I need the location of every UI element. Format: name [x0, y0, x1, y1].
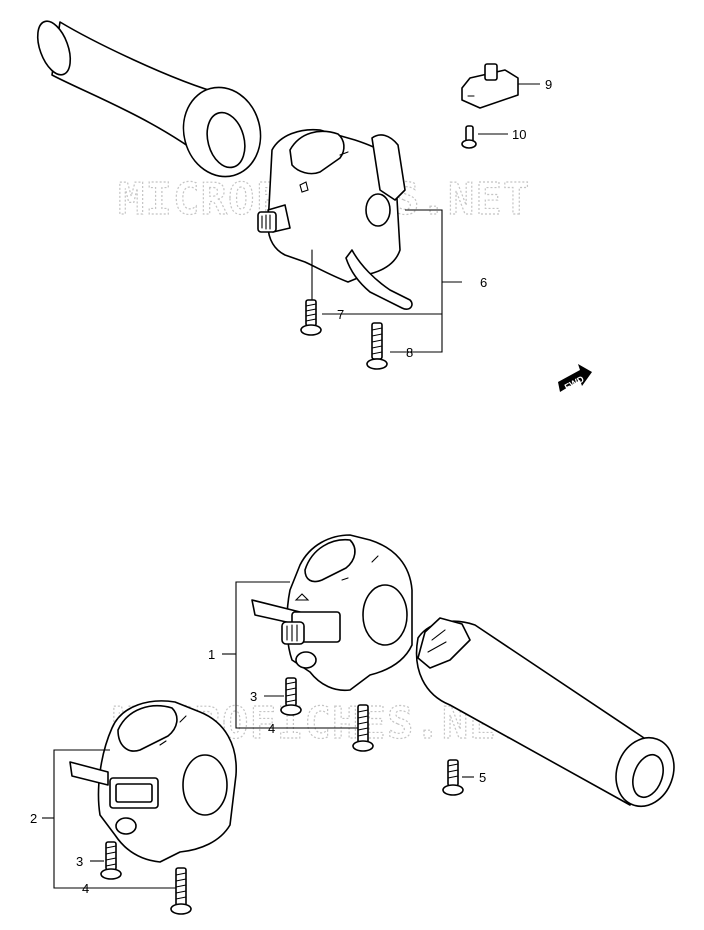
switch-assembly-1[interactable]: [251, 534, 413, 692]
switch-assembly-top[interactable]: [257, 128, 413, 310]
fwd-arrow-icon: FWD: [558, 364, 592, 392]
callout-3-lower: 3: [76, 854, 83, 869]
screw-5[interactable]: [442, 759, 464, 796]
callout-5: 5: [479, 770, 486, 785]
screw-4a[interactable]: [352, 704, 374, 752]
callout-4-upper: 4: [268, 721, 275, 736]
switch-assembly-2[interactable]: [69, 700, 237, 863]
callout-9: 9: [545, 77, 552, 92]
screw-3a[interactable]: [280, 677, 302, 716]
grip-bottom-right[interactable]: [415, 617, 684, 814]
callout-1: 1: [208, 647, 215, 662]
screw-8[interactable]: [366, 322, 388, 370]
screw-7[interactable]: [300, 299, 322, 336]
callout-4-lower: 4: [82, 881, 89, 896]
screw-3b[interactable]: [100, 841, 122, 880]
callout-2: 2: [30, 811, 37, 826]
switch-9[interactable]: [461, 63, 519, 109]
callout-7: 7: [337, 307, 344, 322]
screw-4b[interactable]: [170, 867, 192, 915]
bracket-2: [53, 749, 176, 889]
callout-3-upper: 3: [250, 689, 257, 704]
screw-10[interactable]: [461, 125, 477, 149]
grip-top-left[interactable]: [31, 17, 270, 185]
callout-8: 8: [406, 345, 413, 360]
callout-6: 6: [480, 275, 487, 290]
bracket-6: [390, 209, 443, 353]
bracket-1: [235, 581, 358, 729]
callout-10: 10: [512, 127, 526, 142]
